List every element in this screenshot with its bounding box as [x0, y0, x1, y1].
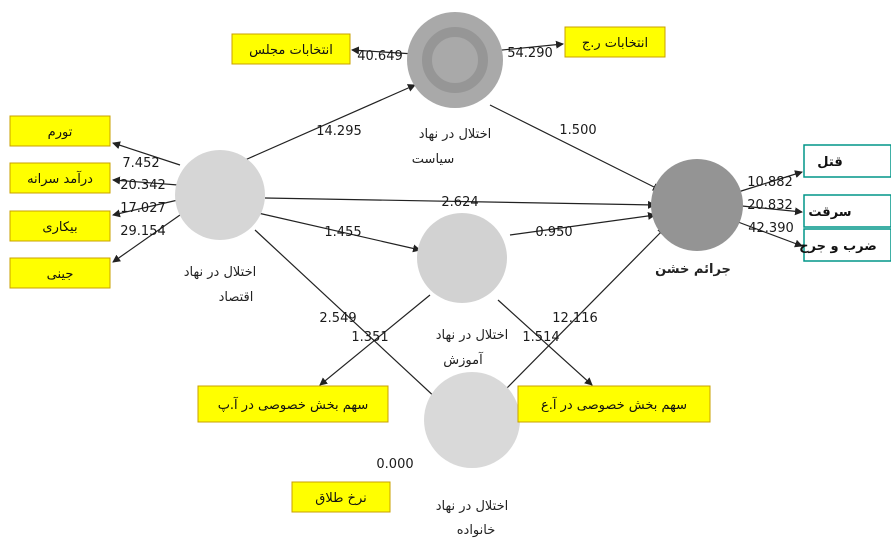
- indicator-priv-ap-label: سهم بخش خصوصی در آ.پ: [218, 396, 369, 413]
- path-education-family: 1.351: [351, 330, 388, 345]
- indicator-theft-label: سرقت: [808, 205, 851, 220]
- loading-president: 54.290: [507, 46, 553, 61]
- edge-crimes-murder: [737, 170, 803, 193]
- construct-family-label-1: اختلال در نهاد: [436, 499, 508, 514]
- loading-income: 20.342: [120, 178, 166, 193]
- path-econ-crimes: 2.624: [441, 195, 478, 210]
- loading-theft: 20.832: [747, 198, 793, 213]
- indicator-assault-box: [803, 228, 891, 262]
- edge-econ-income: [112, 176, 179, 186]
- path-econ-family: 2.549: [319, 311, 356, 326]
- construct-politics: [407, 12, 503, 108]
- indicator-divorce-box: [291, 481, 391, 513]
- edge-politics-crimes: [489, 104, 661, 191]
- construct-crimes-node: [651, 159, 743, 251]
- indicator-priv-aa-box: [517, 385, 711, 423]
- path-education-crimes: 0.950: [535, 225, 572, 240]
- indicator-unemploy-label: بیکاری: [42, 220, 77, 235]
- indicator-gini-box: [9, 257, 111, 289]
- indicator-assault-label: ضرب و جرح: [799, 239, 877, 254]
- path-econ-politics: 14.295: [316, 124, 362, 139]
- indicator-income-label: درآمد سرانه: [27, 170, 93, 187]
- indicator-inflation-label: تورم: [48, 125, 73, 140]
- edge-family-crimes: [504, 227, 666, 391]
- edge-econ-education: [257, 212, 421, 253]
- connectors: [112, 40, 803, 401]
- construct-crimes-label: جرائم خشن: [655, 262, 731, 277]
- indicator-inflation-box: [9, 115, 111, 147]
- construct-politics-node: [407, 12, 503, 108]
- construct-family-node: [424, 372, 520, 468]
- construct-family-label-2: خانواده: [457, 523, 496, 538]
- loading-unemploy: 17.027: [120, 201, 166, 216]
- edge-crimes-assault: [737, 221, 803, 248]
- edge-econ-unemploy: [112, 199, 179, 218]
- edge-econ-inflation: [112, 141, 181, 166]
- indicator-murder-label: قتل: [817, 155, 842, 170]
- loading-gini: 29.154: [120, 224, 166, 239]
- edge-econ-family: [254, 229, 439, 401]
- indicator-unemploy-box: [9, 210, 111, 242]
- indicator-priv-ap-box: [197, 385, 389, 423]
- construct-economy-label-2: اقتصاد: [219, 290, 254, 305]
- indicator-president-label: انتخابات ر.ج: [582, 36, 648, 51]
- loading-divorce: 0.000: [376, 457, 413, 472]
- indicator-president-box: [564, 26, 666, 58]
- path-family-crimes: 12.116: [552, 311, 598, 326]
- loading-majlis: 40.649: [357, 49, 403, 64]
- indicator-theft-box: [803, 194, 891, 228]
- edge-education-priv-aa: [497, 299, 593, 386]
- edge-econ-gini: [112, 214, 181, 263]
- construct-education-label-1: اختلال در نهاد: [436, 328, 508, 343]
- indicator-murder-box: [803, 144, 891, 178]
- edge-econ-crimes: [264, 197, 656, 209]
- loading-assault: 42.390: [748, 221, 794, 236]
- edge-education-crimes: [509, 211, 656, 236]
- construct-economy-label-1: اختلال در نهاد: [184, 265, 256, 280]
- path-education-priv: 1.514: [522, 330, 559, 345]
- loading-murder: 10.882: [747, 175, 793, 190]
- loading-inflation: 7.452: [122, 156, 159, 171]
- indicator-income-box: [9, 162, 111, 194]
- edge-education-priv-ap: [319, 294, 431, 386]
- construct-politics-label-1: اختلال در نهاد: [419, 127, 491, 142]
- construct-politics-label-2: سیاست: [412, 152, 454, 167]
- edge-crimes-theft: [741, 205, 803, 216]
- indicator-gini-label: جینی: [47, 267, 74, 282]
- indicator-divorce-label: نرخ طلاق: [315, 491, 367, 506]
- path-econ-education: 1.455: [324, 225, 361, 240]
- indicator-majlis-label: انتخابات مجلس: [249, 43, 333, 58]
- construct-education-label-2: آموزش: [443, 351, 484, 368]
- construct-politics-emblem: [422, 27, 488, 93]
- indicator-majlis-box: [231, 33, 351, 65]
- construct-economy-node: [175, 150, 265, 240]
- edge-econ-politics: [244, 84, 416, 161]
- construct-education-node: [417, 213, 507, 303]
- path-politics-crimes: 1.500: [559, 123, 596, 138]
- indicator-priv-aa-label: سهم بخش خصوصی در آ.ع: [541, 396, 687, 413]
